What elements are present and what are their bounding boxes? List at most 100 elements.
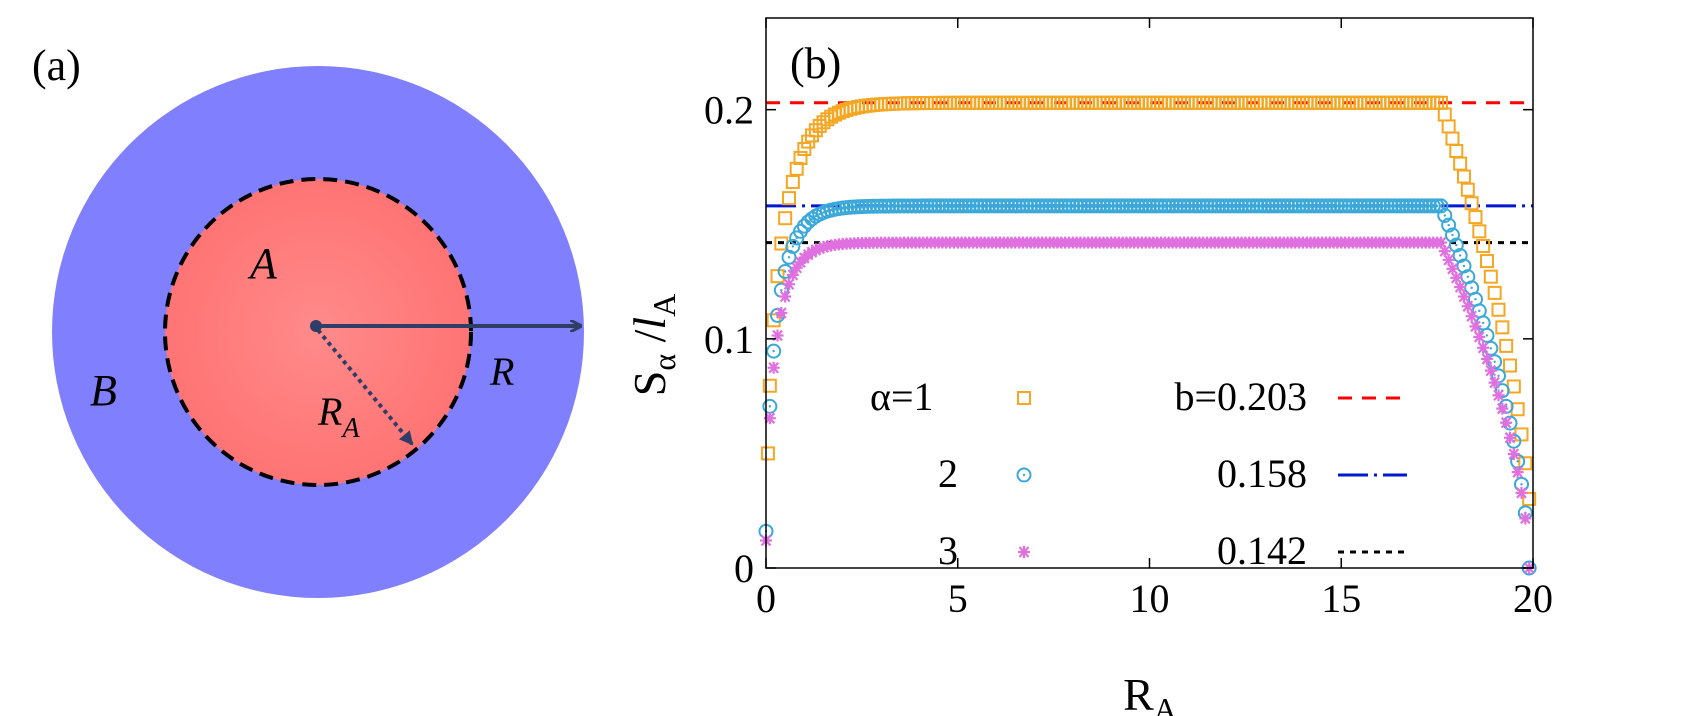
y-tick-label: 0.1 — [704, 317, 754, 362]
data-point — [1138, 95, 1153, 110]
legend-label-series-1: α=1 — [870, 374, 934, 419]
data-point — [808, 123, 823, 138]
y-tick-label: 0.2 — [704, 88, 754, 133]
data-point — [1042, 95, 1057, 110]
data-point — [1511, 466, 1524, 479]
data-point — [777, 263, 793, 279]
panel-b-label: (b) — [790, 39, 841, 88]
data-point — [1461, 300, 1474, 313]
data-point — [1492, 389, 1505, 402]
data-point — [1065, 95, 1080, 110]
data-point — [1457, 290, 1470, 303]
x-tick-label: 10 — [1130, 576, 1170, 621]
data-point — [1507, 448, 1520, 461]
data-point — [1437, 107, 1452, 122]
legend-marker-series-2 — [1016, 467, 1032, 483]
plot-area — [758, 95, 1537, 576]
data-point — [1429, 198, 1445, 214]
data-point — [1353, 95, 1368, 110]
inner-radius-arrow — [316, 328, 414, 446]
data-point — [1330, 95, 1345, 110]
data-point — [767, 361, 780, 374]
data-point — [1465, 310, 1478, 323]
center-dot — [310, 320, 322, 332]
data-point — [1472, 224, 1487, 239]
data-point — [1519, 512, 1532, 525]
data-point — [1515, 486, 1528, 499]
data-point — [789, 161, 804, 176]
data-point — [782, 191, 797, 206]
data-point — [793, 150, 808, 165]
legend-marker-series-3 — [1018, 546, 1030, 558]
data-point — [1453, 156, 1468, 171]
radius-RA-label: RA — [317, 389, 360, 444]
panel-a-label: (a) — [32, 41, 81, 90]
x-tick-label: 5 — [948, 576, 968, 621]
data-point — [1483, 269, 1498, 284]
data-point — [1454, 281, 1467, 294]
legend-label-constant-3: 0.142 — [1217, 528, 1307, 573]
data-point — [763, 412, 776, 425]
data-point — [1488, 376, 1501, 389]
data-point — [1464, 196, 1479, 211]
data-point — [1426, 95, 1441, 110]
svg-text:Sα /lA: Sα /lA — [624, 294, 682, 397]
data-point — [760, 446, 775, 461]
data-point — [1476, 238, 1491, 253]
data-point — [1491, 302, 1506, 317]
data-point — [785, 174, 800, 189]
data-point — [1487, 285, 1502, 300]
legend-label-constant-2: 0.158 — [1217, 451, 1307, 496]
data-point — [785, 238, 801, 254]
x-tick-label: 0 — [756, 576, 776, 621]
data-point — [1495, 320, 1510, 335]
data-point — [969, 95, 984, 110]
region-A-label: A — [247, 239, 278, 288]
data-point — [1234, 95, 1249, 110]
data-point — [1477, 341, 1490, 354]
x-tick-label: 20 — [1513, 576, 1553, 621]
data-point — [1161, 95, 1176, 110]
data-point — [1449, 143, 1464, 158]
data-point — [1502, 358, 1517, 373]
data-point — [1468, 210, 1483, 225]
data-point — [1441, 217, 1457, 233]
legend-label-series-2: 2 — [938, 451, 958, 496]
legend-marker-series-1 — [1017, 391, 1031, 405]
data-point — [786, 268, 799, 281]
series-1 — [760, 95, 1537, 506]
data-point — [1444, 227, 1460, 243]
data-point — [766, 343, 782, 359]
data-point — [1469, 320, 1482, 333]
data-point — [874, 97, 889, 112]
panel-a: (a) A B R RA — [32, 41, 584, 598]
y-tick-label: 0 — [734, 546, 754, 591]
data-point — [1473, 330, 1486, 343]
data-point — [1448, 237, 1464, 253]
series-3 — [760, 236, 1536, 574]
radius-R-label: R — [489, 349, 514, 394]
data-point — [770, 269, 785, 284]
data-point — [1479, 254, 1494, 269]
data-point — [1518, 456, 1533, 471]
legend-label-constant-1: b=0.203 — [1174, 374, 1307, 419]
region-B-label: B — [90, 366, 117, 415]
data-point — [870, 97, 885, 112]
data-point — [778, 211, 793, 226]
data-point — [1441, 119, 1456, 134]
data-point — [762, 378, 777, 393]
data-point — [1514, 427, 1529, 442]
data-point — [804, 211, 820, 227]
data-point — [1522, 491, 1537, 506]
data-point — [1503, 431, 1516, 444]
data-point — [1500, 416, 1513, 429]
data-point — [797, 142, 812, 157]
x-axis-label: RA — [1123, 669, 1177, 716]
series-2 — [758, 198, 1537, 576]
data-point — [1499, 338, 1514, 353]
data-point — [1496, 402, 1509, 415]
